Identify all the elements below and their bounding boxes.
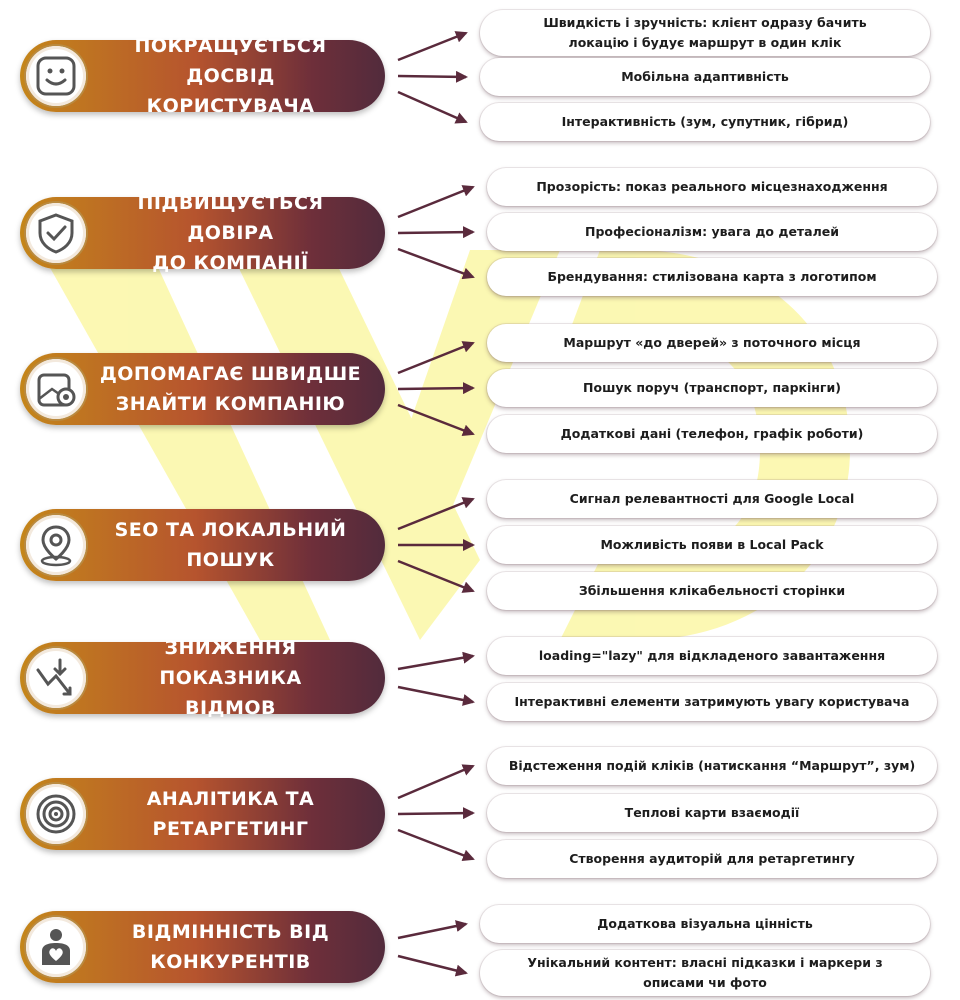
- location-pin-icon: [26, 515, 86, 575]
- shield-check-icon: [26, 203, 86, 263]
- benefit-item: Інтерактивність (зум, супутник, гібрид): [480, 103, 930, 141]
- connector-arrow: [397, 920, 468, 940]
- connector-arrow: [397, 559, 475, 593]
- downtrend-arrow-icon: [26, 648, 86, 708]
- connector-arrow: [397, 685, 475, 706]
- connector-arrow: [397, 764, 475, 800]
- section-pill: АНАЛІТИКА ТА РЕТАРГЕТИНГ: [20, 778, 385, 850]
- benefit-item: Створення аудиторій для ретаргетингу: [487, 840, 937, 878]
- benefit-item: Збільшення клікабельності сторінки: [487, 572, 937, 610]
- benefit-item: loading="lazy" для відкладеного завантаж…: [487, 637, 937, 675]
- benefit-item: Унікальний контент: власні підказки і ма…: [480, 950, 930, 996]
- connector-arrow: [397, 954, 468, 977]
- section-title: ДОПОМАГАЄ ШВИДШЕ ЗНАЙТИ КОМПАНІЮ: [99, 363, 362, 415]
- section-title: ПІДВИЩУЄТЬСЯ ДОВІРА ДО КОМПАНІЇ: [137, 192, 324, 274]
- connector-arrow: [397, 31, 468, 62]
- section-pill: ВІДМІННІСТЬ ВІД КОНКУРЕНТІВ: [20, 911, 385, 983]
- section-pill: ПІДВИЩУЄТЬСЯ ДОВІРА ДО КОМПАНІЇ: [20, 192, 385, 274]
- map-location-icon: [26, 359, 86, 419]
- connector-arrow: [397, 341, 475, 375]
- section-pill: ЗНИЖЕННЯ ПОКАЗНИКА ВІДМОВ: [20, 637, 385, 719]
- benefit-item: Інтерактивні елементи затримують увагу к…: [487, 683, 937, 721]
- benefit-item: Сигнал релевантності для Google Local: [487, 480, 937, 518]
- connector-arrow: [397, 70, 468, 83]
- person-heart-icon: [26, 917, 86, 977]
- connector-arrow: [397, 90, 468, 124]
- section-title: ВІДМІННІСТЬ ВІД КОНКУРЕНТІВ: [131, 921, 330, 973]
- target-icon: [26, 784, 86, 844]
- connector-arrow: [397, 403, 475, 436]
- benefit-item: Додаткові дані (телефон, графік роботи): [487, 415, 937, 453]
- smiley-face-icon: [26, 46, 86, 106]
- benefit-item: Брендування: стилізована карта з логотип…: [487, 258, 937, 296]
- connector-arrow: [397, 651, 475, 671]
- connector-arrow: [397, 382, 475, 395]
- benefit-item: Швидкість і зручність: клієнт одразу бач…: [480, 10, 930, 56]
- benefit-item: Пошук поруч (транспорт, паркінги): [487, 369, 937, 407]
- connector-arrow: [397, 828, 475, 861]
- benefit-item: Мобільна адаптивність: [480, 58, 930, 96]
- benefit-item: Маршрут «до дверей» з поточного місця: [487, 324, 937, 362]
- section-title: ПОКРАЩУЄТЬСЯ ДОСВІД КОРИСТУВАЧА: [134, 35, 327, 117]
- connector-arrow: [397, 185, 475, 219]
- connector-arrow: [397, 497, 475, 531]
- benefit-item: Теплові карти взаємодії: [487, 794, 937, 832]
- benefit-item: Відстеження подій кліків (натискання “Ма…: [487, 747, 937, 785]
- connector-arrow: [397, 807, 475, 820]
- section-pill: ДОПОМАГАЄ ШВИДШЕ ЗНАЙТИ КОМПАНІЮ: [20, 353, 385, 425]
- connector-arrow: [397, 226, 475, 239]
- benefit-item: Професіоналізм: увага до деталей: [487, 213, 937, 251]
- section-title: ЗНИЖЕННЯ ПОКАЗНИКА ВІДМОВ: [159, 637, 302, 719]
- section-pill: SEO ТА ЛОКАЛЬНИЙ ПОШУК: [20, 509, 385, 581]
- connector-arrow: [397, 247, 475, 280]
- benefit-item: Можливість появи в Local Pack: [487, 526, 937, 564]
- section-title: АНАЛІТИКА ТА РЕТАРГЕТИНГ: [146, 788, 315, 840]
- benefit-item: Додаткова візуальна цінність: [480, 905, 930, 943]
- section-pill: ПОКРАЩУЄТЬСЯ ДОСВІД КОРИСТУВАЧА: [20, 35, 385, 117]
- section-title: SEO ТА ЛОКАЛЬНИЙ ПОШУК: [114, 519, 347, 571]
- benefit-item: Прозорість: показ реального місцезнаходж…: [487, 168, 937, 206]
